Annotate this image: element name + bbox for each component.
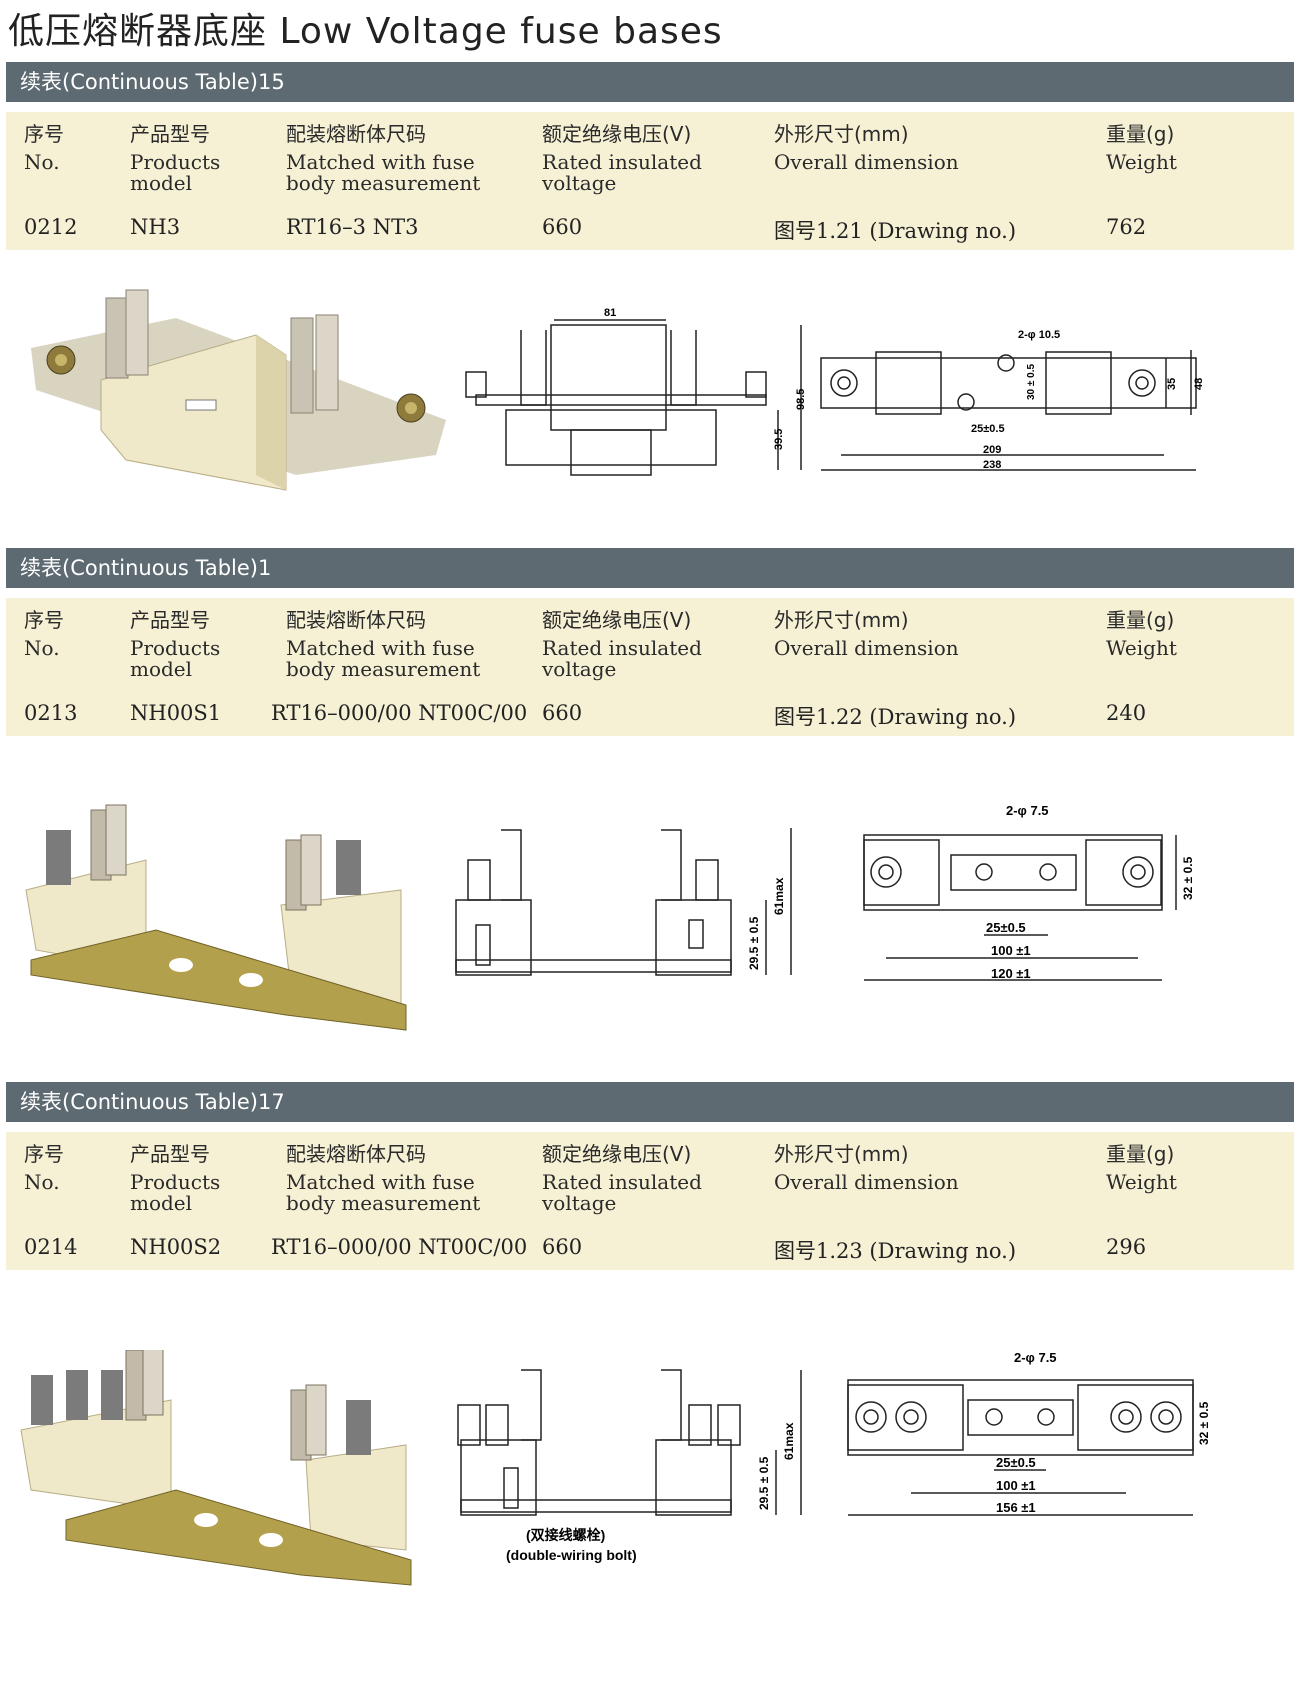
top-view-drawing (820, 350, 1197, 471)
cell-drawing: 图号1.22 (Drawing no.) (774, 705, 1017, 729)
cell-matched: RT16–000/00 NT00C/00 (271, 701, 528, 725)
product-photo (31, 289, 446, 491)
section-title: 续表(Continuous Table)17 (6, 1082, 1294, 1122)
section-title: 续表(Continuous Table)1 (6, 548, 1294, 588)
dim-width: 32 ± 0.5 (1197, 1401, 1211, 1445)
cell-voltage: 660 (542, 701, 583, 725)
cell-weight: 296 (1106, 1235, 1147, 1259)
side-view-drawing (465, 319, 802, 476)
product-photo (25, 804, 407, 1031)
dim-slot: 25±0.5 (971, 423, 1005, 435)
note-en: (double-wiring bolt) (506, 1547, 637, 1563)
top-view-drawing (863, 834, 1177, 981)
cell-no: 0214 (24, 1235, 78, 1259)
side-view-drawing (457, 1369, 802, 1516)
dim-height-lower: 39.5 (773, 429, 785, 450)
cell-weight: 762 (1106, 215, 1147, 239)
cell-no: 0212 (24, 215, 78, 239)
header-weight: 重量(g)Weight (1106, 608, 1177, 660)
dim-slot: 25±0.5 (996, 1455, 1036, 1470)
section-title: 续表(Continuous Table)15 (6, 62, 1294, 102)
dim-holes: 2-φ 7.5 (1006, 803, 1049, 818)
dim-w2: 48 (1193, 378, 1205, 390)
dim-height-lower: 29.5 ± 0.5 (747, 916, 761, 970)
dim-top-width: 81 (604, 307, 616, 319)
cell-drawing: 图号1.21 (Drawing no.) (774, 219, 1017, 243)
header-dimension: 外形尺寸(mm)Overall dimension (774, 608, 959, 660)
dim-length-inner: 100 ±1 (991, 943, 1031, 958)
dim-height-total: 61max (782, 1422, 796, 1460)
page-title: 低压熔断器底座 Low Voltage fuse bases (8, 11, 723, 52)
cell-no: 0213 (24, 701, 78, 725)
dim-holes: 2-φ 7.5 (1014, 1350, 1057, 1365)
dim-holes: 2-φ 10.5 (1018, 329, 1060, 341)
cell-model: NH00S2 (130, 1235, 222, 1259)
cell-matched: RT16–000/00 NT00C/00 (271, 1235, 528, 1259)
dim-offset: 30 ± 0.5 (1026, 363, 1037, 400)
side-view-drawing (455, 828, 792, 976)
cell-voltage: 660 (542, 1235, 583, 1259)
dim-height-total: 98.5 (795, 389, 807, 410)
top-view-drawing (847, 1379, 1194, 1516)
dim-height-total: 61max (772, 877, 786, 915)
cell-model: NH3 (130, 215, 181, 239)
dim-height-lower: 29.5 ± 0.5 (757, 1456, 771, 1510)
dim-length-total: 156 ±1 (996, 1500, 1036, 1515)
dim-width: 32 ± 0.5 (1181, 856, 1195, 900)
header-dimension: 外形尺寸(mm)Overall dimension (774, 122, 959, 174)
dim-length-total: 238 (983, 459, 1001, 471)
note-cn: (双接线螺栓) (526, 1527, 605, 1543)
cell-drawing: 图号1.23 (Drawing no.) (774, 1239, 1017, 1263)
cell-model: NH00S1 (130, 701, 222, 725)
cell-matched: RT16–3 NT3 (286, 215, 419, 239)
header-weight: 重量(g)Weight (1106, 1142, 1177, 1194)
dim-length-inner: 100 ±1 (996, 1478, 1036, 1493)
dim-w1: 35 (1166, 378, 1178, 390)
product-photo (20, 1344, 412, 1586)
dim-length-inner: 209 (983, 444, 1001, 456)
header-dimension: 外形尺寸(mm)Overall dimension (774, 1142, 959, 1194)
product-figures-1: 81 98.5 39.5 2-φ 10.5 30 ± 0.5 25±0.5 20… (6, 260, 1294, 540)
cell-weight: 240 (1106, 701, 1147, 725)
dim-length-total: 120 ±1 (991, 966, 1031, 981)
product-figures-2: 61max 29.5 ± 0.5 2-φ 7.5 25±0.5 100 ±1 1… (6, 790, 1294, 1060)
dim-slot: 25±0.5 (986, 920, 1026, 935)
product-figures-3: 61max 29.5 ± 0.5 (双接线螺栓) (double-wiring … (6, 1344, 1294, 1680)
header-weight: 重量(g)Weight (1106, 122, 1177, 174)
cell-voltage: 660 (542, 215, 583, 239)
